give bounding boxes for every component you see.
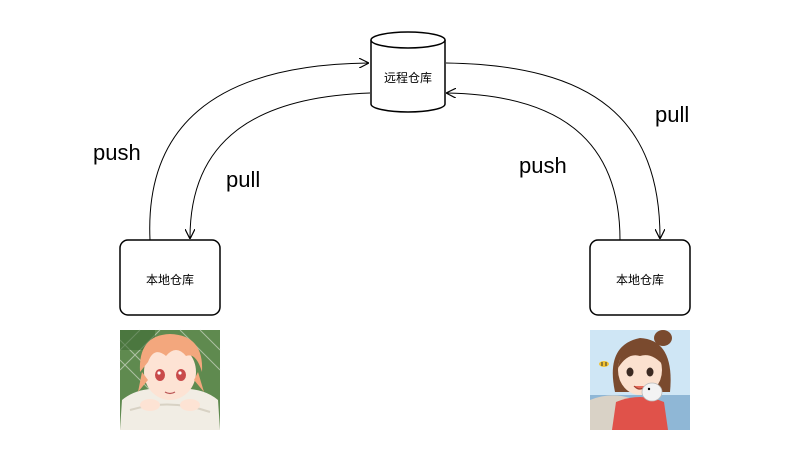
avatar-right <box>590 330 690 430</box>
left-pull-label: pull <box>226 167 260 192</box>
local-repo-left-node: 本地仓库 <box>119 239 221 316</box>
right-pull-label: pull <box>655 102 689 127</box>
local-repo-left-label: 本地仓库 <box>146 272 194 287</box>
left-push-arrow <box>149 63 368 241</box>
local-repo-right-label: 本地仓库 <box>616 272 664 287</box>
right-push-arrow <box>447 93 621 241</box>
left-pull-arrow <box>190 92 371 238</box>
left-push-label: push <box>93 140 141 165</box>
remote-repo-label: 远程仓库 <box>384 70 432 85</box>
right-push-label: push <box>519 153 567 178</box>
remote-repo-node: 远程仓库 <box>370 31 446 113</box>
local-repo-right-node: 本地仓库 <box>589 239 691 316</box>
right-pull-arrow <box>445 62 660 238</box>
avatar-left <box>119 329 221 430</box>
